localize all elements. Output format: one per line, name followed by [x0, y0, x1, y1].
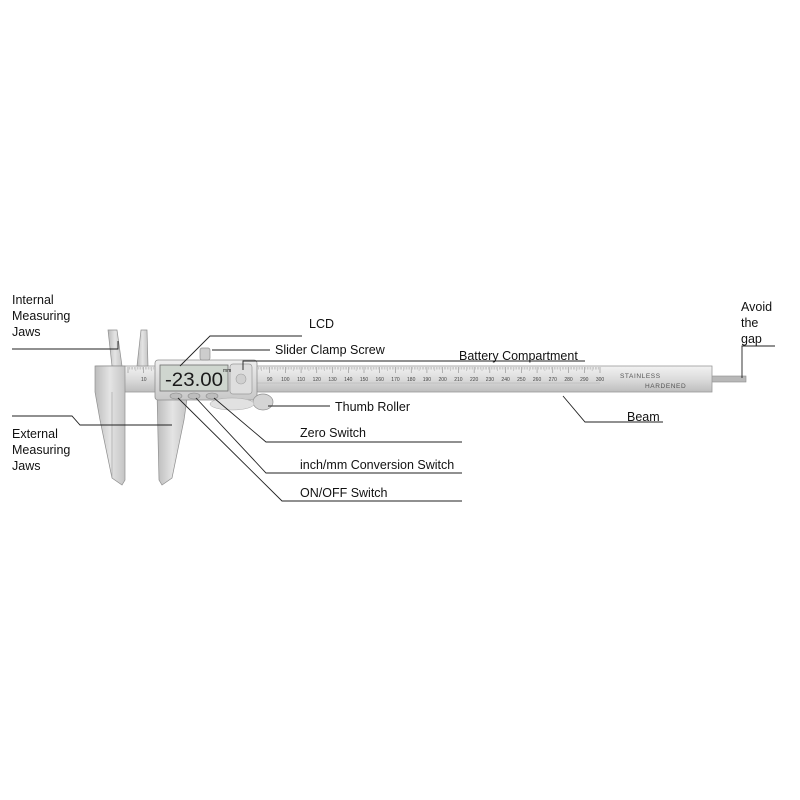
scale-number: 250	[517, 377, 526, 383]
label-avoid-gap-line1: Avoid	[741, 300, 773, 314]
beam-text-hardened: HARDENED	[645, 383, 686, 390]
label-external-jaws: External Measuring Jaws	[12, 426, 70, 474]
lcd-unit: mm	[223, 368, 231, 374]
leader-internal-jaws	[12, 341, 119, 350]
label-external-jaws-line3: Jaws	[12, 459, 41, 473]
scale-number: 140	[344, 377, 353, 383]
label-internal-jaws-line2: Measuring	[12, 309, 71, 323]
leader-conversion	[195, 397, 462, 474]
label-battery: Battery Compartment	[459, 349, 578, 363]
label-zero-switch: Zero Switch	[300, 426, 366, 440]
scale-number: 130	[328, 377, 337, 383]
clamp-screw[interactable]	[199, 347, 211, 361]
scale-number: 270	[549, 377, 558, 383]
leader-battery	[242, 360, 585, 370]
scale-number: 120	[313, 377, 322, 383]
battery-cover-dot	[235, 373, 247, 385]
label-clamp-screw: Slider Clamp Screw	[275, 343, 385, 357]
scale-number: 220	[470, 377, 479, 383]
leader-gap	[741, 345, 775, 378]
scale-number: 110	[297, 377, 305, 383]
label-internal-jaws-line1: Internal	[12, 293, 54, 307]
zero-button[interactable]	[205, 392, 219, 400]
leader-beam	[562, 395, 663, 423]
scale-ticks	[127, 367, 601, 373]
scale-number: 90	[267, 377, 273, 383]
scale-number: 150	[360, 377, 369, 383]
label-onoff-switch: ON/OFF Switch	[300, 486, 388, 500]
thumb-roller[interactable]	[252, 393, 274, 411]
label-internal-jaws: Internal Measuring Jaws	[12, 292, 70, 340]
label-avoid-gap-line3: gap	[741, 332, 762, 346]
scale-number: 280	[564, 377, 573, 383]
scale-number: 190	[423, 377, 432, 383]
slider-internal-jaw	[136, 329, 149, 367]
scale-number: 230	[486, 377, 495, 383]
conversion-button[interactable]	[187, 392, 201, 400]
label-avoid-gap-line2: the	[741, 316, 759, 330]
leader-lcd	[179, 335, 302, 367]
label-avoid-gap: Avoid the gap	[741, 299, 772, 347]
label-external-jaws-line1: External	[12, 427, 58, 441]
beam-text-stainless: STAINLESS	[620, 373, 661, 380]
scale-number: 200	[438, 377, 447, 383]
label-external-jaws-line2: Measuring	[12, 443, 71, 457]
leader-zero	[213, 397, 462, 443]
scale-number: 260	[533, 377, 542, 383]
scale-number: 180	[407, 377, 416, 383]
label-conversion-switch: inch/mm Conversion Switch	[300, 458, 455, 472]
leader-onoff	[177, 397, 462, 502]
scale-number: 290	[580, 377, 589, 383]
label-lcd: LCD	[309, 317, 335, 331]
scale-number: 10	[141, 377, 147, 383]
lcd-reading: -23.00	[165, 370, 223, 391]
lcd-screen	[159, 364, 229, 392]
label-internal-jaws-line3: Jaws	[12, 325, 41, 339]
scale-number: 300	[596, 377, 605, 383]
label-beam: Beam	[627, 410, 660, 424]
onoff-button[interactable]	[169, 392, 183, 400]
thumb-roller-shadow	[209, 397, 255, 411]
label-thumb-roller: Thumb Roller	[335, 400, 411, 414]
scale-labels: 1020901001101201301401501601701801902002…	[141, 377, 604, 383]
scale-number: 100	[281, 377, 290, 383]
scale-number: 160	[376, 377, 385, 383]
leader-external-jaws	[12, 415, 172, 426]
leader-lines	[12, 335, 775, 502]
scale-number: 170	[391, 377, 400, 383]
fixed-internal-jaw	[107, 329, 123, 367]
scale-number: 210	[454, 377, 463, 383]
scale-number: 240	[501, 377, 510, 383]
slider-external-jaw	[156, 391, 189, 486]
fixed-external-jaw	[94, 365, 126, 486]
